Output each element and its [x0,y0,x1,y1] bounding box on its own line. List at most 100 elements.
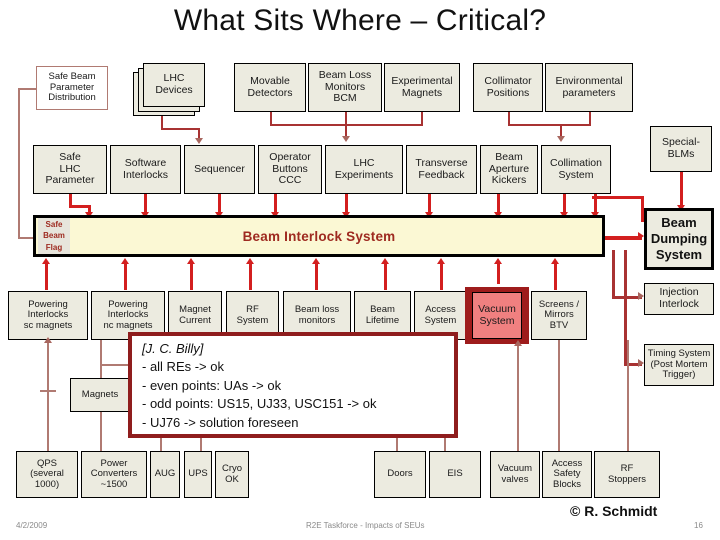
connector-collimation-bis [594,194,597,215]
source-collimator-positions[interactable]: Collimator Positions [473,63,543,112]
box-magnets[interactable]: Magnets [70,378,130,412]
source-lhc-devices[interactable]: LHC Devices [143,63,205,107]
box-label: RF Stoppers [607,462,647,485]
source-special-blms[interactable]: Special- BLMs [650,126,712,172]
connector-bds-elbow-down [641,196,644,222]
safe-beam-flag[interactable]: Safe Beam Flag [38,218,70,254]
box-label: Operator Buttons CCC [269,150,311,187]
connector-r4-0 [45,262,48,290]
source-label: Beam Loss Monitors BCM [318,68,372,105]
box-label: Access Safety Blocks [551,457,583,490]
box-label: Magnet Current [179,303,211,326]
beam-interlock-system-label: Beam Interlock System [242,228,396,244]
box-transverse-feedback[interactable]: Transverse Feedback [406,145,477,194]
connector-bds-elbow-top [592,196,644,199]
box-qps[interactable]: QPS (several 1000) [16,451,78,498]
connector-r2-7 [563,194,566,215]
box-label: Powering Interlocks nc magnets [103,298,153,331]
box-beam-loss-monitors[interactable]: Beam loss monitors [283,291,351,340]
beam-interlock-system[interactable]: Beam Interlock System [33,215,605,257]
box-label: Power Converters ~1500 [90,457,138,490]
connector-bis-bds [604,236,642,240]
box-safe-lhc-parameter[interactable]: Safe LHC Parameter [33,145,107,194]
callout-line-1: - all REs -> ok [142,359,224,375]
arrow-bis-bds [638,232,644,240]
arrow-r4-2-bis [187,258,195,264]
box-powering-interlocks-sc-magnets[interactable]: Powering Interlocks sc magnets [8,291,88,340]
arrow-vacvalves-vacuum [514,340,522,346]
injection-interlock[interactable]: Injection Interlock [644,283,714,315]
box-access-safety-blocks[interactable]: Access Safety Blocks [542,451,592,498]
source-movable-detectors[interactable]: Movable Detectors [234,63,306,112]
source-label: Safe Beam Parameter Distribution [48,71,96,104]
box-sequencer[interactable]: Sequencer [184,145,255,194]
footer-page-number: 16 [694,521,703,530]
connector-sbpd-left [18,88,37,90]
box-power-converters[interactable]: Power Converters ~1500 [81,451,147,498]
footer-center-text: R2E Taskforce - Impacts of SEUs [306,521,425,530]
box-label: Vacuum System [478,302,516,327]
box-label: UPS [188,468,208,480]
box-cryo-ok[interactable]: Cryo OK [215,451,249,498]
callout-line-3: - odd points: US15, UJ33, USC151 -> ok [142,396,377,412]
callout-line-2: - even points: UAs -> ok [142,377,282,393]
box-screens-mirrors-btv[interactable]: Screens / Mirrors BTV [531,291,587,340]
arrow-lhcdev-software-interlocks [195,138,203,144]
source-label: Experimental Magnets [391,74,453,99]
box-lhc-experiments[interactable]: LHC Experiments [325,145,403,194]
box-label: Screens / Mirrors BTV [538,298,580,331]
timing-system[interactable]: Timing System (Post Mortem Trigger) [644,344,714,386]
box-magnet-current[interactable]: Magnet Current [168,291,222,340]
box-vacuum-valves[interactable]: Vacuum valves [490,451,540,498]
connector-envparam-down [589,112,591,126]
source-safe-beam-parameter-distribution[interactable]: Safe Beam Parameter Distribution [36,66,108,110]
box-eis[interactable]: EIS [429,451,481,498]
connector-sbpd-into-bis [18,237,37,239]
box-label: Vacuum valves [497,462,533,485]
box-operator-buttons-ccc[interactable]: Operator Buttons CCC [258,145,322,194]
connector-r2-1 [144,194,147,215]
connector-r2-0-a [69,194,72,208]
connector-r2-2 [218,194,221,215]
source-experimental-magnets[interactable]: Experimental Magnets [384,63,460,112]
arrow-r4-7-bis [494,258,502,264]
source-label: LHC Devices [155,72,193,96]
connector-blm-down [345,112,347,126]
source-label: Movable Detectors [247,74,293,99]
box-doors[interactable]: Doors [374,451,426,498]
injection-interlock-label: Injection Interlock [659,286,699,310]
box-rf-system[interactable]: RF System [226,291,279,340]
box-label: RF System [236,303,269,326]
connector-r4-5 [384,262,387,290]
safe-beam-flag-line-1: Safe [45,219,63,229]
source-beam-loss-monitors-bcm[interactable]: Beam Loss Monitors BCM [308,63,382,112]
connector-magnets-in [100,364,132,366]
box-ups[interactable]: UPS [184,451,212,498]
box-label: Doors [387,468,413,480]
connector-r2-5 [428,194,431,215]
arrow-r4-0-bis [42,258,50,264]
box-label: LHC Experiments [334,156,394,181]
connector-vacvalves-up [517,344,519,452]
box-label: Beam loss monitors [294,303,340,326]
box-label: Collimation System [550,156,602,181]
box-collimation-system[interactable]: Collimation System [541,145,611,194]
arrow-merge1-lhc-experiments [342,136,350,142]
box-rf-stoppers[interactable]: RF Stoppers [594,451,660,498]
box-label: QPS (several 1000) [30,457,64,490]
connector-bis-injection-v [612,250,615,298]
callout-line-4: - UJ76 -> solution foreseen [142,414,299,430]
box-beam-aperture-kickers[interactable]: Beam Aperture Kickers [480,145,538,194]
connector-bis-timing-v [624,250,627,366]
connector-r2-0-b [69,205,91,208]
box-software-interlocks[interactable]: Software Interlocks [110,145,181,194]
box-aug[interactable]: AUG [150,451,180,498]
box-label: Sequencer [194,162,245,175]
beam-dumping-system[interactable]: Beam Dumping System [644,208,714,270]
source-environmental-parameters[interactable]: Environmental parameters [545,63,633,112]
safe-beam-flag-line-3: Flag [45,242,63,252]
box-vacuum-system[interactable]: Vacuum System [472,292,522,339]
box-beam-lifetime[interactable]: Beam Lifetime [354,291,411,340]
arrow-r4-3-bis [246,258,254,264]
connector-r4-2 [190,262,193,290]
